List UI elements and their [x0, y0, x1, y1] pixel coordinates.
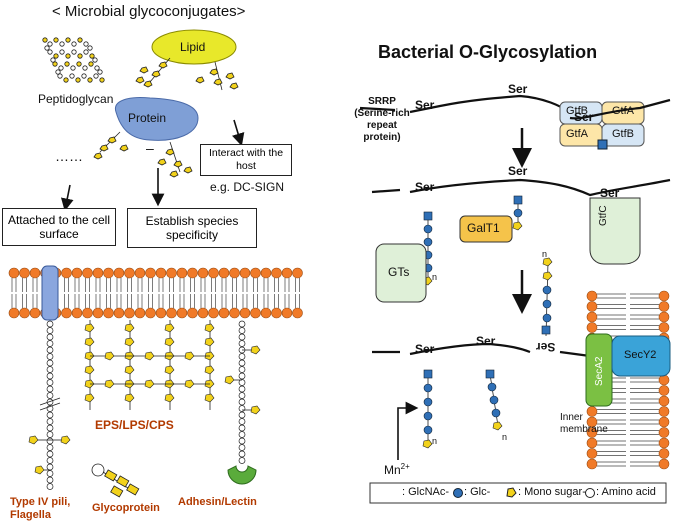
adhesin-label: Adhesin/Lectin: [178, 496, 257, 508]
glycan-chain-free: [541, 257, 553, 337]
mn-arrow: [397, 401, 419, 460]
protein-glycan-icon: [93, 131, 193, 178]
mn-label: Mn2+: [384, 462, 410, 477]
adhesin-chain-icon: [224, 320, 261, 464]
mono-sugar-legend-icon: [506, 487, 517, 498]
lipid-label: Lipid: [180, 40, 206, 54]
legend-mono-sugar: : Mono sugar-: [518, 486, 586, 498]
galt1-box: [459, 215, 513, 243]
gts-box: [375, 243, 427, 303]
eps-lps-cps-label: EPS/LPS/CPS: [95, 418, 174, 432]
secy2-label: SecY2: [624, 349, 657, 361]
membrane-protein-icon: [41, 265, 59, 321]
eps-mesh-icon: [84, 320, 215, 410]
secy2-box: [611, 335, 671, 377]
gtfc-box: [589, 197, 641, 265]
ser-r1b: Ser: [508, 82, 528, 96]
srrp-backbone-2: [371, 178, 671, 197]
galt1-label: GalT1: [467, 221, 500, 235]
attached-surface-box: Attached to the cell surface: [2, 208, 116, 246]
srrp-backbone-1: [409, 94, 571, 114]
legend-amino-acid: : Amino acid: [596, 486, 656, 498]
n-label-r2: n: [432, 272, 438, 282]
adhesin-lectin-icon: [227, 465, 257, 485]
pili-chain-icon: [28, 320, 71, 490]
glycan-chain-row3-mid: [485, 369, 503, 431]
peptidoglycan-icon: [42, 37, 105, 83]
dash-label: –: [146, 140, 154, 156]
arrow-to-surface: [60, 184, 74, 212]
peptidoglycan-label: Peptidoglycan: [38, 92, 114, 106]
pili-label: Type IV pili, Flagella: [10, 496, 71, 521]
gtfa-label-2: GtfA: [566, 128, 589, 140]
protein-icon: [114, 97, 199, 141]
n-label-r3a: n: [432, 436, 438, 446]
gtfc-label: GtfC: [598, 205, 609, 226]
n-label-r3b: n: [502, 432, 508, 442]
ser-r1c: Ser: [574, 110, 594, 124]
seca2-label: SecA2: [594, 356, 605, 386]
ser-r1a: Ser: [415, 98, 435, 112]
ser-r2b: Ser: [508, 164, 528, 178]
gtfb-label-1: GtfB: [566, 105, 589, 117]
protein-label: Protein: [128, 111, 167, 125]
srrp-backbone-3: [372, 342, 531, 356]
u-label-free: u: [542, 250, 548, 260]
interact-host-box: Interact with the host: [200, 144, 292, 176]
ser-r2a: Ser: [415, 180, 435, 194]
inner-membrane-label: Inner membrane: [560, 412, 608, 435]
legend-glcnac: : GlcNAc-: [402, 486, 450, 498]
ser-r3a: Ser: [415, 342, 435, 356]
legend-box: [369, 482, 667, 504]
glcnac-legend-icon: [453, 488, 463, 498]
glycoprotein-label: Glycoprotein: [92, 502, 160, 514]
lipid-icon: [151, 29, 237, 65]
arrow-to-host: [232, 119, 245, 147]
glycoprotein-icon: [91, 463, 140, 498]
ser-r2c: Ser: [600, 186, 620, 200]
srrp-label: SRRP (Serine-rich repeat protein): [354, 96, 410, 143]
glcnac-icon-top: [597, 139, 608, 150]
species-specificity-box: Establish species specificity: [127, 208, 257, 248]
left-panel-header: < Microbial glycoconjugates>: [52, 3, 246, 20]
gtfb-bottom: [601, 123, 645, 147]
gtfb-label-2: GtfB: [612, 128, 635, 140]
eg-dcsign-label: e.g. DC-SIGN: [210, 180, 285, 194]
gtfa-label-1: GtfA: [612, 105, 635, 117]
srrp-backbone-stub-1: [359, 106, 396, 112]
ser-r3c-flipped: Ser: [536, 340, 556, 354]
glycan-chain-row3-left: [422, 369, 433, 449]
amino-acid-legend-icon: [585, 488, 595, 498]
lipid-glycan-icon: [135, 57, 239, 91]
right-panel-title: Bacterial O-Glycosylation: [378, 42, 598, 62]
ser-r3b: Ser: [476, 334, 496, 348]
ellipsis-label: ……: [55, 148, 83, 164]
gts-label: GTs: [388, 265, 410, 279]
cell-membrane-icon: [8, 267, 303, 319]
legend-glc: : Glc-: [464, 486, 491, 498]
